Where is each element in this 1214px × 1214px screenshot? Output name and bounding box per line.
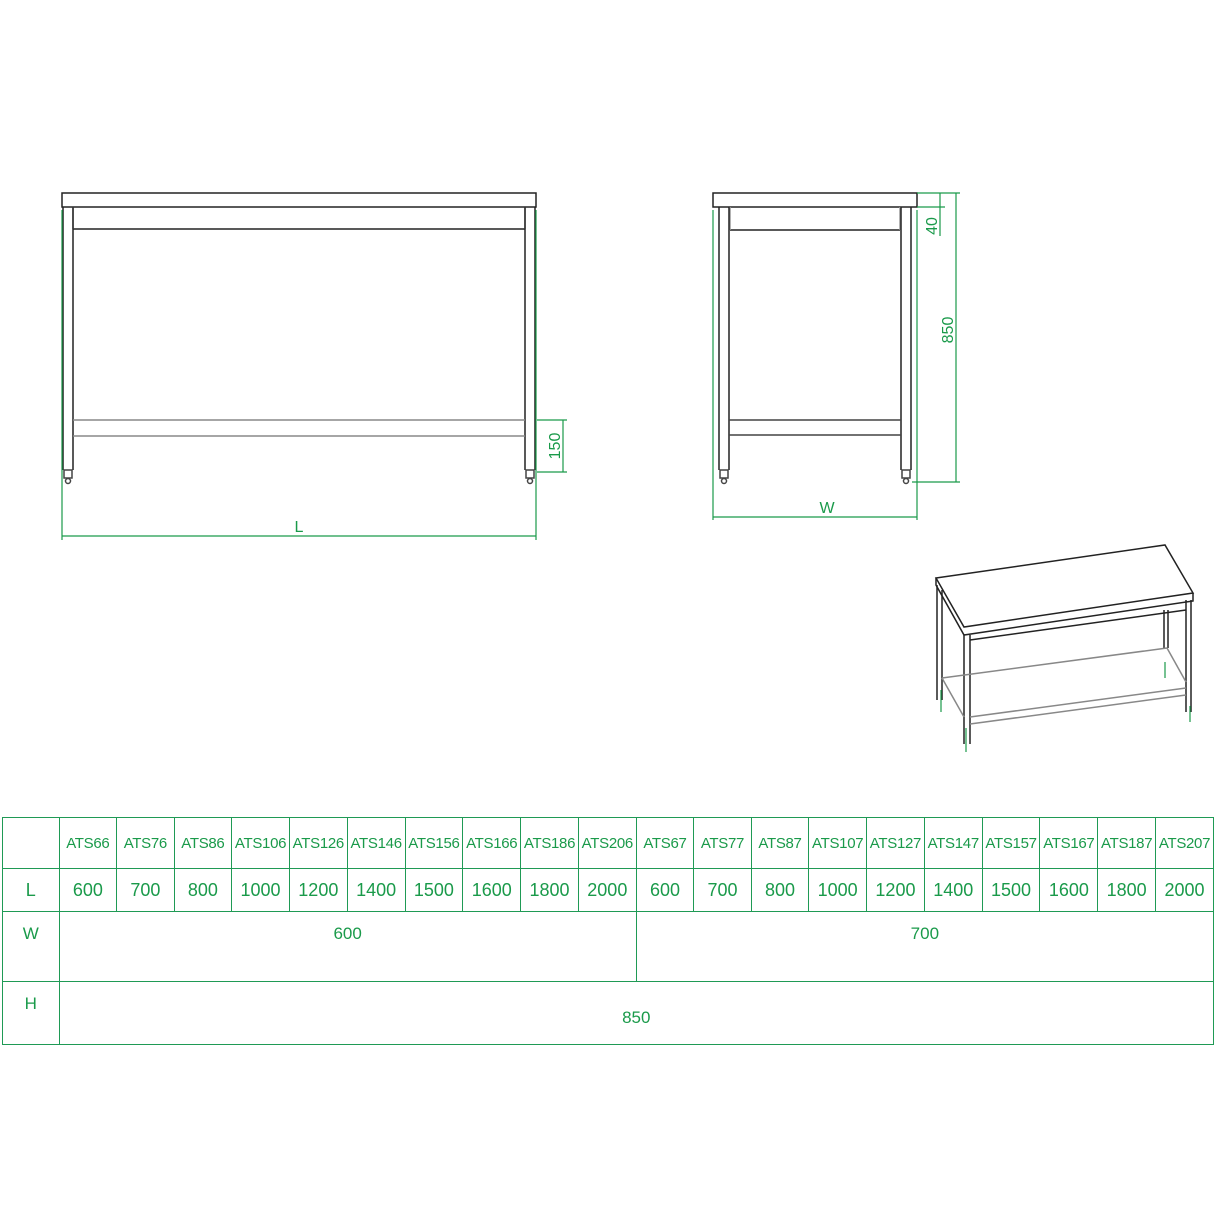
model-cell: ATS166 — [462, 817, 522, 869]
table-row-width: W 600 700 — [2, 911, 1214, 982]
width-dimension-label: W — [819, 500, 835, 517]
length-cell: 800 — [173, 868, 233, 912]
width-cell-600-series: 600 — [58, 911, 637, 982]
model-cell: ATS107 — [808, 817, 868, 869]
length-cell: 1200 — [288, 868, 348, 912]
front-view-dimensions — [61, 210, 567, 540]
model-cell: ATS206 — [577, 817, 637, 869]
width-cell-700-series: 700 — [635, 911, 1214, 982]
model-cell: ATS146 — [346, 817, 406, 869]
length-cell: 1600 — [462, 868, 522, 912]
isometric-view — [934, 544, 1195, 744]
length-cell: 1400 — [923, 868, 983, 912]
model-cell: ATS77 — [693, 817, 752, 869]
row-label-width: W — [2, 911, 60, 982]
row-label-height: H — [2, 981, 60, 1045]
length-cell: 1000 — [808, 868, 868, 912]
model-cell: ATS187 — [1097, 817, 1157, 869]
model-cell: ATS87 — [750, 817, 810, 869]
length-cell: 1200 — [866, 868, 925, 912]
length-cell: 1500 — [404, 868, 464, 912]
model-cell: ATS207 — [1155, 817, 1214, 869]
header-corner-cell — [2, 817, 60, 869]
length-dimension-label: L — [295, 519, 304, 536]
height-cell: 850 — [58, 981, 1214, 1045]
length-cell: 600 — [635, 868, 695, 912]
model-cell: ATS126 — [288, 817, 348, 869]
length-cell: 2000 — [1155, 868, 1214, 912]
shelf-height-dimension-label: 150 — [547, 433, 564, 460]
model-cell: ATS186 — [520, 817, 579, 869]
table-row-models: ATS66 ATS76 ATS86 ATS106 ATS126 ATS146 A… — [2, 817, 1214, 869]
length-cell: 700 — [693, 868, 752, 912]
height-dimension-label: 850 — [940, 317, 957, 344]
model-cell: ATS156 — [404, 817, 464, 869]
model-cell: ATS76 — [116, 817, 175, 869]
model-cell: ATS66 — [58, 817, 118, 869]
length-cell: 1400 — [346, 868, 406, 912]
side-view-dimensions — [712, 192, 960, 520]
length-cell: 1500 — [981, 868, 1041, 912]
model-cell: ATS127 — [866, 817, 925, 869]
model-cell: ATS67 — [635, 817, 695, 869]
length-cell: 1800 — [1097, 868, 1157, 912]
isometric-markers — [940, 662, 1191, 752]
model-dimensions-table: ATS66 ATS76 ATS86 ATS106 ATS126 ATS146 A… — [2, 817, 1214, 1045]
model-cell: ATS157 — [981, 817, 1041, 869]
side-view — [712, 192, 918, 485]
table-row-length: L 600 700 800 1000 1200 1400 1500 1600 1… — [2, 868, 1214, 912]
length-cell: 600 — [58, 868, 118, 912]
model-cell: ATS147 — [923, 817, 983, 869]
table-row-height: H 850 — [2, 981, 1214, 1045]
length-cell: 800 — [750, 868, 810, 912]
model-cell: ATS86 — [173, 817, 233, 869]
model-cell: ATS106 — [231, 817, 290, 869]
model-cell: ATS167 — [1039, 817, 1099, 869]
length-cell: 1800 — [520, 868, 579, 912]
length-cell: 1000 — [231, 868, 290, 912]
length-cell: 700 — [116, 868, 175, 912]
technical-drawing: L 150 W 40 850 — [61, 192, 1195, 752]
top-thickness-dimension-label: 40 — [924, 217, 941, 235]
length-cell: 2000 — [577, 868, 637, 912]
row-label-length: L — [2, 868, 60, 912]
front-view — [61, 192, 537, 485]
length-cell: 1600 — [1039, 868, 1099, 912]
